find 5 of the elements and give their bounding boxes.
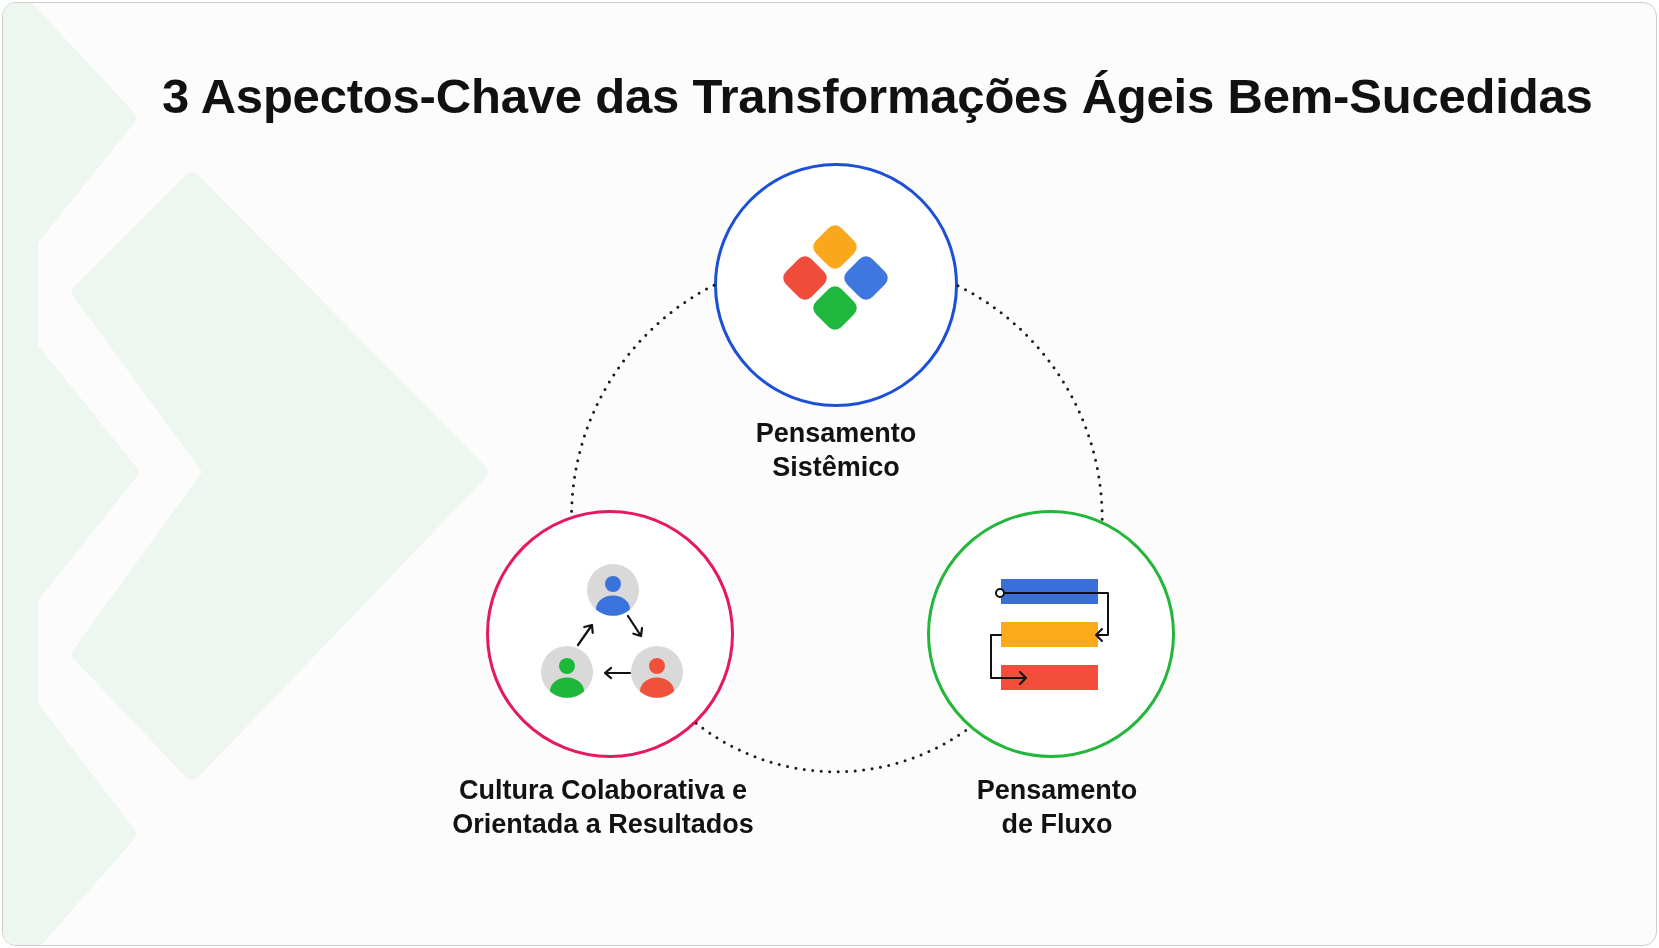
node-label: Pensamento de Fluxo	[975, 774, 1139, 841]
node-label: Pensamento Sistêmico	[754, 417, 918, 484]
dotted-connector	[956, 284, 1104, 523]
diagram-title: 3 Aspectos-Chave das Transformações Ágeis Bem-Sucedidas	[162, 72, 1593, 121]
node-label: Cultura Colaborativa e Orientada a Resultados	[451, 774, 755, 841]
